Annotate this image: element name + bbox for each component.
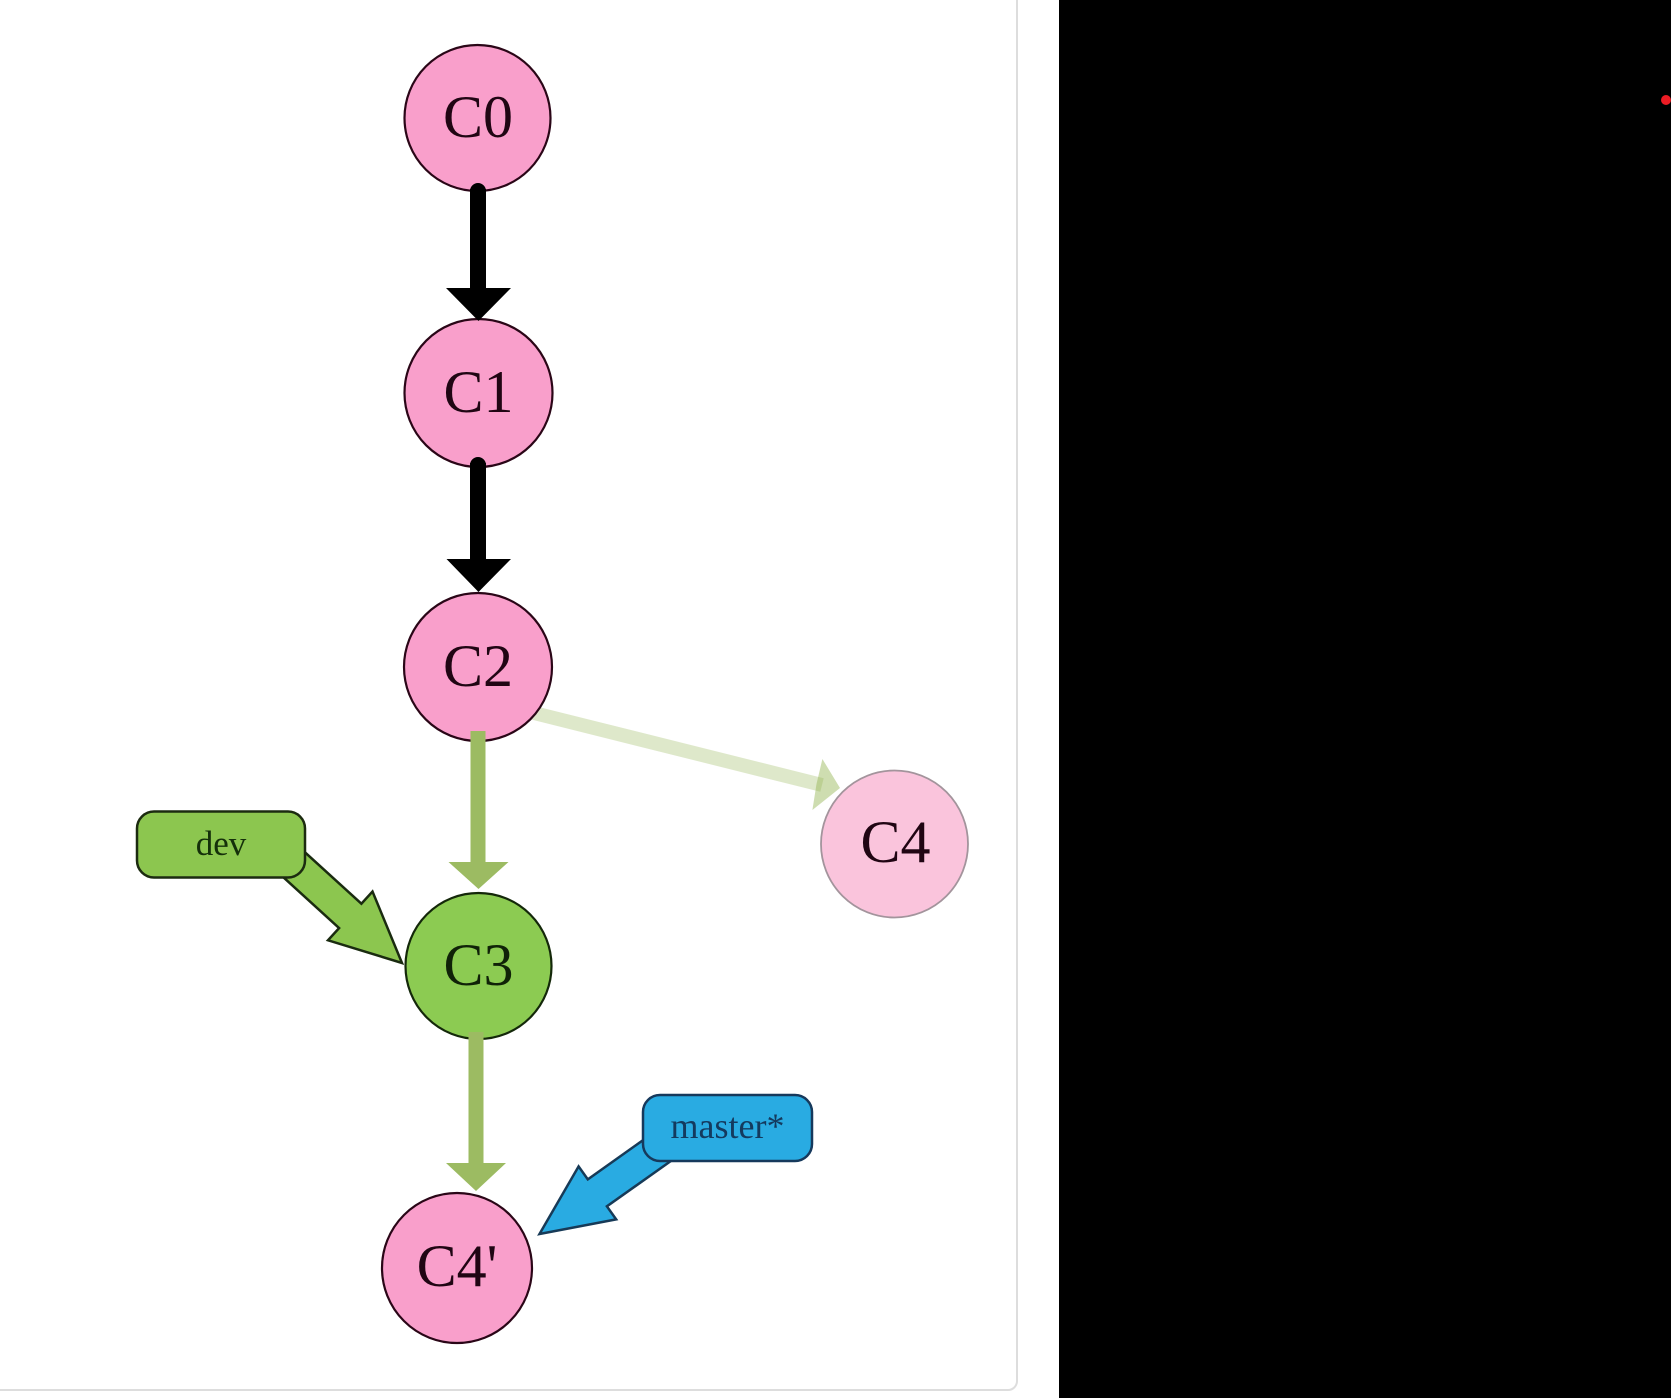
svg-text:C0: C0	[443, 84, 513, 150]
svg-text:C4': C4'	[417, 1233, 498, 1299]
svg-text:dev: dev	[196, 824, 247, 863]
svg-text:C3: C3	[443, 932, 513, 998]
svg-text:C1: C1	[443, 359, 513, 425]
svg-text:master*: master*	[671, 1106, 785, 1146]
svg-text:C2: C2	[443, 633, 513, 699]
svg-text:C4: C4	[860, 809, 930, 875]
